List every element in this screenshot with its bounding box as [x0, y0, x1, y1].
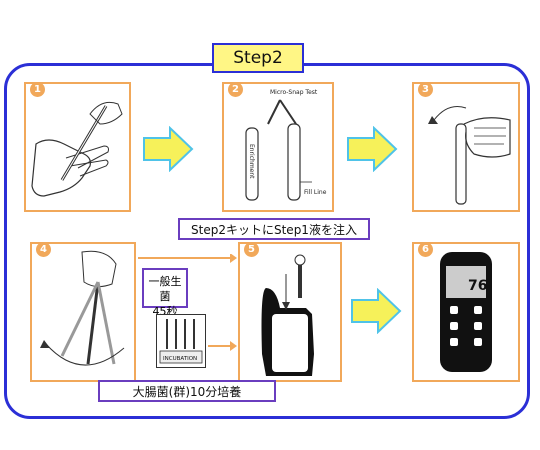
- snap-bend-illustration: [428, 106, 511, 205]
- snap-test-illustration: Enrichment Micro-Snap Test Fill Line: [245, 89, 327, 201]
- inject-label: Step2キットにStep1液を注入: [178, 218, 370, 240]
- step-panel-6: 76 6: [412, 242, 520, 382]
- step-panel-2: Enrichment Micro-Snap Test Fill Line 2: [222, 82, 334, 212]
- incubator-box: INCUBATION: [156, 314, 206, 368]
- hand-swab-illustration-1: [31, 101, 123, 197]
- right-arrow-icon: [143, 126, 194, 172]
- micro-snap-label: Micro-Snap Test: [270, 89, 318, 96]
- right-arrow-icon: [138, 254, 237, 351]
- right-arrow-icon: [347, 126, 398, 172]
- tube-label: Enrichment: [248, 144, 255, 179]
- insert-illustration: [261, 254, 314, 376]
- incubation-label: INCUBATION: [163, 356, 197, 362]
- shake-illustration: [40, 250, 125, 366]
- step-number-5: 5: [244, 242, 259, 257]
- general-bacteria-line1: 一般生菌: [148, 275, 182, 303]
- step-number-4: 4: [36, 242, 51, 257]
- step-title: Step2: [212, 43, 304, 73]
- step-number-2: 2: [228, 82, 243, 97]
- fill-line-label: Fill Line: [304, 189, 327, 196]
- luminometer-icon: 76: [440, 252, 492, 372]
- step-panel-5: 5: [238, 242, 342, 382]
- step-number-3: 3: [418, 82, 433, 97]
- incubator-icon: INCUBATION: [159, 319, 203, 364]
- coliform-label: 大腸菌(群)10分培養: [98, 380, 276, 402]
- step-number-6: 6: [418, 242, 433, 257]
- step-panel-3: 3: [412, 82, 520, 212]
- device-reading: 76: [468, 278, 487, 294]
- step-panel-4: 4: [30, 242, 136, 382]
- step-number-1: 1: [30, 82, 45, 97]
- right-arrow-icon: [351, 288, 402, 334]
- step-panel-1: 1: [24, 82, 131, 212]
